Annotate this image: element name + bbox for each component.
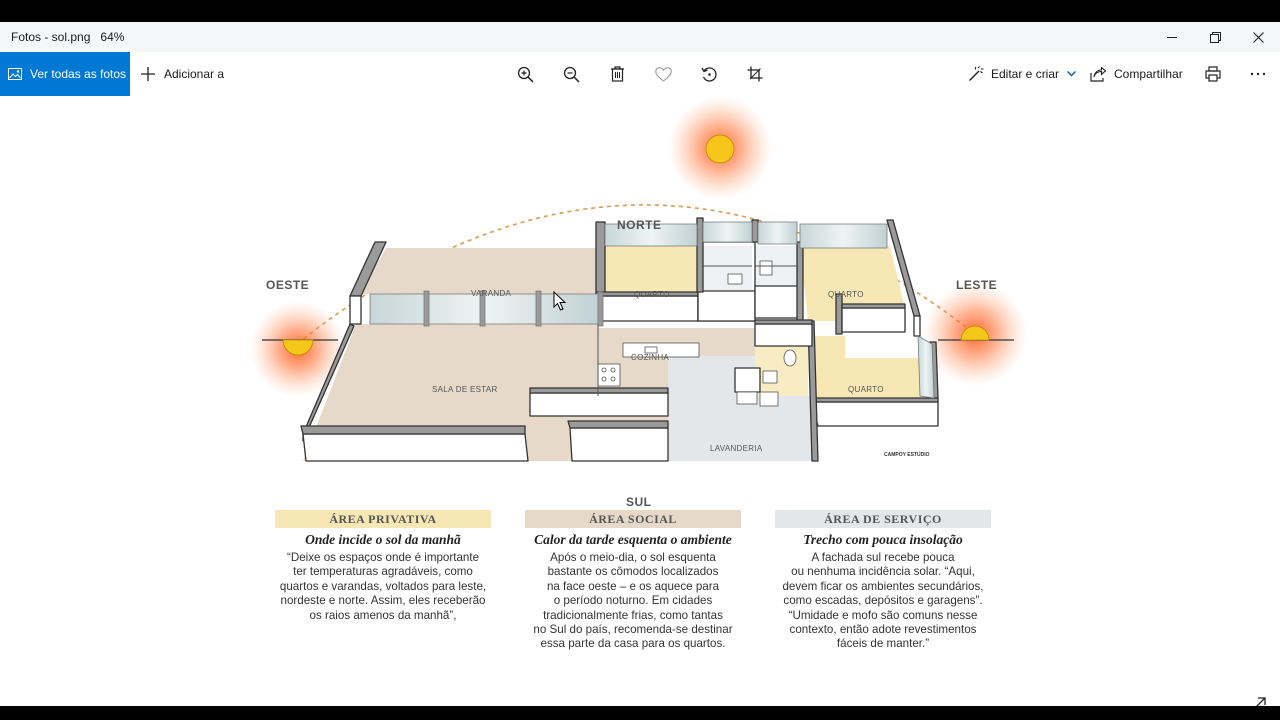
body-line: “Deixe os espaços onde é importante: [286, 551, 480, 564]
direction-south: SUL: [626, 495, 652, 509]
minimize-icon: [1167, 36, 1177, 38]
section-body: Após o meio-dia, o sol esquenta bastante…: [525, 551, 741, 652]
body-line: essa parte da casa para os quartos.: [540, 637, 726, 651]
body-line: bastante os cômodos localizados: [547, 565, 719, 579]
photo-gallery-icon: [8, 67, 22, 81]
chevron-down-icon: [1067, 71, 1077, 77]
room-quarto-1: QUARTO: [634, 290, 670, 299]
zoom-out-icon: [563, 66, 580, 83]
view-all-photos-label: Ver todas as fotos: [30, 67, 127, 81]
body-line: os raios amenos da manhã”,: [309, 608, 457, 622]
room-lavanderia: LAVANDERIA: [710, 444, 763, 453]
restore-button[interactable]: [1192, 22, 1238, 52]
section-subtitle: Onde incide o sol da manhã: [305, 532, 461, 547]
trash-icon: [610, 66, 624, 82]
restore-icon: [1209, 31, 1221, 43]
body-line: contexto, então adote revestimentos: [789, 623, 977, 637]
west-sun: [282, 339, 314, 356]
section-area-social: ÁREA SOCIAL Calor da tarde esquenta o am…: [525, 510, 741, 652]
section-heading: ÁREA PRIVATIVA: [275, 510, 491, 528]
east-sun: [960, 325, 990, 341]
body-line: “Umidade e mofo são comuns nesse: [788, 608, 978, 622]
printer-icon: [1205, 66, 1221, 82]
body-line: ou nenhuma incidência solar. “Aqui,: [791, 565, 975, 579]
favorite-button[interactable]: [652, 63, 674, 85]
room-quarto-3: QUARTO: [848, 385, 884, 394]
minimize-button[interactable]: [1149, 22, 1195, 52]
body-line: A fachada sul recebe pouca: [811, 551, 955, 564]
photos-window: Fotos - sol.png 64% Ver todas as fotos A…: [0, 22, 1280, 706]
section-heading: ÁREA DE SERVIÇO: [775, 510, 991, 528]
body-line: no Sul do país, recomenda-se destinar: [533, 623, 733, 637]
body-line: devem ficar os ambientes secundários,: [782, 579, 984, 593]
section-body: A fachada sul recebe pouca ou nenhuma in…: [775, 551, 991, 652]
lavanderia-floor: [668, 356, 818, 461]
section-subtitle: Trecho com pouca insolação: [803, 532, 963, 547]
illustration-credit: CAMPOY ESTÚDIO: [884, 452, 930, 458]
add-to-button[interactable]: Adicionar a: [140, 52, 224, 96]
photo-viewer[interactable]: NORTE SUL LESTE OESTE VARANDA QUARTO QUA…: [0, 96, 1280, 706]
body-line: tradicionalmente frias, como tantas: [543, 608, 723, 622]
screen-bottom-border: [0, 706, 1280, 720]
body-line: nordeste e norte. Assim, eles receberão: [280, 594, 486, 608]
section-subtitle: Calor da tarde esquenta o ambiente: [534, 532, 732, 547]
expand-icon: [1256, 697, 1266, 706]
delete-button[interactable]: [606, 63, 628, 85]
edit-create-button[interactable]: Editar e criar: [968, 52, 1077, 96]
heart-icon: [654, 66, 672, 82]
room-quarto-2: QUARTO: [828, 290, 864, 299]
more-icon: [1250, 72, 1266, 76]
section-area-de-servico: ÁREA DE SERVIÇO Trecho com pouca insolaç…: [775, 510, 991, 652]
body-line: quartos e varandas, voltados para leste,: [279, 579, 487, 593]
north-sun: [705, 134, 735, 164]
zoom-level: 64%: [100, 30, 125, 44]
section-body: “Deixe os espaços onde é importante ter …: [275, 551, 491, 623]
direction-west: OESTE: [266, 278, 310, 292]
quarto-3-floor: [812, 336, 925, 402]
direction-east: LESTE: [956, 278, 998, 292]
zoom-in-button[interactable]: [514, 63, 536, 85]
view-all-photos-button[interactable]: Ver todas as fotos: [0, 52, 130, 96]
more-options-button[interactable]: [1247, 63, 1269, 85]
add-to-label: Adicionar a: [164, 67, 225, 81]
body-line: fáceis de manter.”: [836, 637, 930, 651]
quarto-2-floor: [800, 246, 905, 321]
rotate-button[interactable]: [698, 63, 720, 85]
body-line: na face oeste – e os aquece para: [546, 579, 720, 593]
zoom-out-button[interactable]: [560, 63, 582, 85]
close-button[interactable]: [1235, 22, 1280, 52]
body-line: como escadas, depósitos e garagens”.: [783, 594, 983, 608]
floor-plan-illustration: [250, 96, 1027, 462]
zoom-in-icon: [517, 66, 534, 83]
fullscreen-button[interactable]: [1246, 695, 1268, 706]
toolbar: Ver todas as fotos Adicionar a Editar e …: [0, 52, 1280, 96]
share-icon: [1090, 66, 1106, 82]
mouse-cursor-icon: [553, 291, 567, 311]
plus-icon: [141, 67, 155, 81]
section-heading: ÁREA SOCIAL: [525, 510, 741, 528]
print-button[interactable]: [1202, 63, 1224, 85]
quarto-1-floor: [605, 244, 698, 296]
share-button[interactable]: Compartilhar: [1090, 52, 1183, 96]
window-title-text: Fotos - sol.png: [11, 30, 91, 44]
title-bar: Fotos - sol.png 64%: [0, 22, 1280, 52]
window-title: Fotos - sol.png 64%: [11, 30, 124, 44]
direction-north: NORTE: [617, 218, 662, 232]
close-icon: [1252, 31, 1264, 43]
rotate-icon: [700, 66, 717, 82]
share-label: Compartilhar: [1114, 67, 1183, 81]
body-line: Após o meio-dia, o sol esquenta: [550, 551, 716, 564]
room-varanda: VARANDA: [471, 289, 512, 298]
screen-top-border: [0, 0, 1280, 22]
room-sala-de-estar: SALA DE ESTAR: [432, 385, 498, 394]
crop-icon: [747, 66, 763, 82]
body-line: o período noturno. Em cidades: [553, 594, 713, 608]
varanda-floor: [360, 248, 598, 294]
edit-create-label: Editar e criar: [991, 67, 1060, 81]
body-line: ter temperaturas agradáveis, como: [293, 565, 473, 579]
room-cozinha: COZINHA: [631, 353, 670, 362]
section-area-privativa: ÁREA PRIVATIVA Onde incide o sol da manh…: [275, 510, 491, 623]
crop-button[interactable]: [744, 63, 766, 85]
magic-wand-icon: [969, 66, 984, 81]
